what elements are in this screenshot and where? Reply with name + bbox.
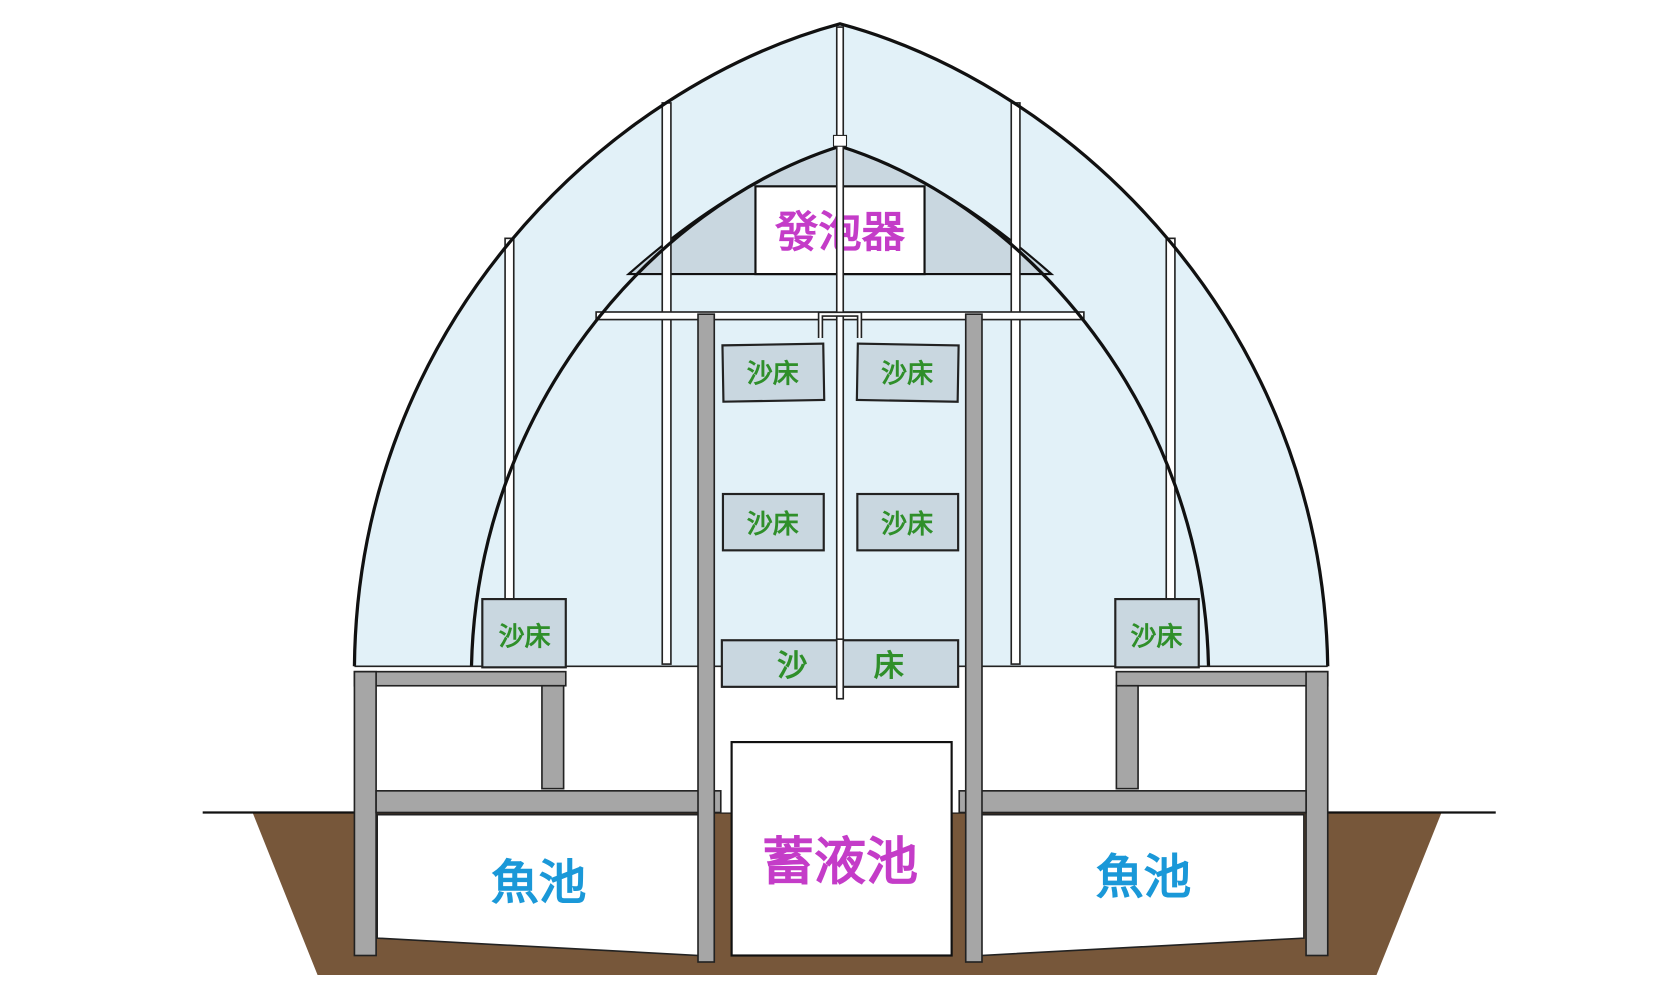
reservoir-label: 蓄液池	[762, 832, 918, 893]
sand-bed-label: 沙床	[1130, 622, 1182, 653]
reservoir-tank	[730, 741, 953, 957]
sand-bed-wide-label-left: 沙	[777, 649, 807, 684]
sand-bed-label: 沙床	[747, 358, 799, 389]
sand-bed-label: 沙床	[499, 622, 551, 653]
sand-bed-box	[855, 342, 960, 403]
sand-bed-box	[721, 342, 826, 403]
sand-bed-box	[721, 492, 825, 552]
fish-pond-left-label: 魚池	[491, 855, 586, 911]
fish-pond-right-label: 魚池	[1096, 850, 1191, 906]
mast-joint	[832, 134, 848, 147]
outer-arch	[352, 22, 1330, 667]
sand-bed-box	[1114, 597, 1200, 669]
sand-bed-box	[481, 597, 567, 669]
sand-bed-box	[856, 492, 960, 552]
sand-bed-label: 沙床	[881, 509, 933, 540]
sand-bed-label: 沙床	[881, 358, 933, 389]
central-mast	[835, 26, 845, 700]
sand-bed-label: 沙床	[747, 509, 799, 540]
support-frame	[353, 313, 1329, 963]
sand-bed-wide-label-right: 床	[874, 649, 905, 684]
